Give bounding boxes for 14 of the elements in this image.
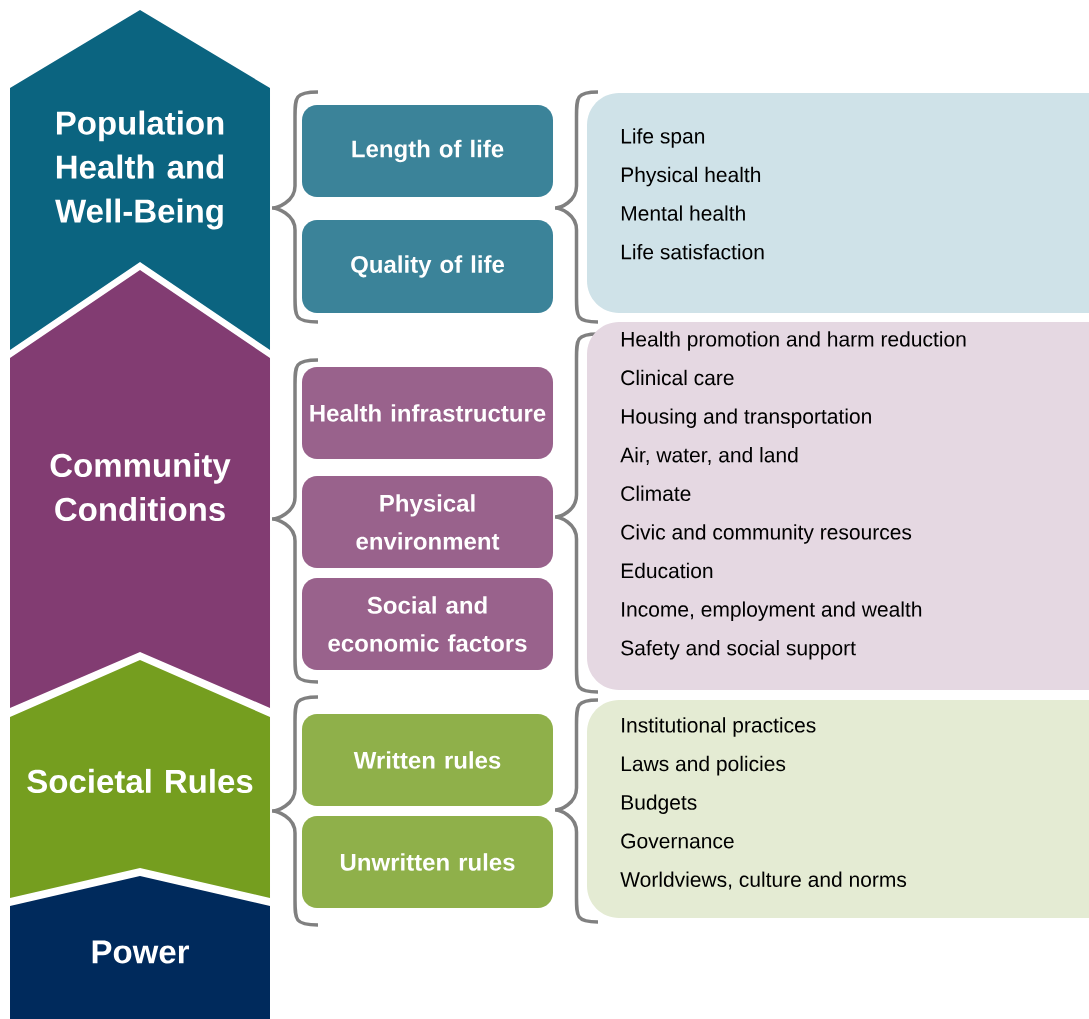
chevron-band: Societal Rules [10,660,270,898]
chevron-band: Population Health and Well-Being [10,10,270,350]
list-panel: Life span Physical health Mental health Life satisfaction [587,93,1089,313]
category-box: Written rules [302,714,553,806]
category-box: Physical environment [302,476,553,568]
list-panel: Health promotion and harm reduction Clinical care Housing and transportation Air, water, and land Climate Civic and community resources Education Income, employment and wealth Safety and social support [587,322,1089,690]
list-panel: Institutional practices Laws and policies Budgets Governance Worldviews, culture and norms [587,700,1089,918]
chevron-band: Power [10,876,270,1019]
category-box: Quality of life [302,220,553,313]
category-box: Length of life [302,105,553,197]
chevron-band: Community Conditions [10,270,270,708]
category-box: Social and economic factors [302,578,553,670]
category-box: Health infrastructure [302,367,553,459]
category-box: Unwritten rules [302,816,553,908]
